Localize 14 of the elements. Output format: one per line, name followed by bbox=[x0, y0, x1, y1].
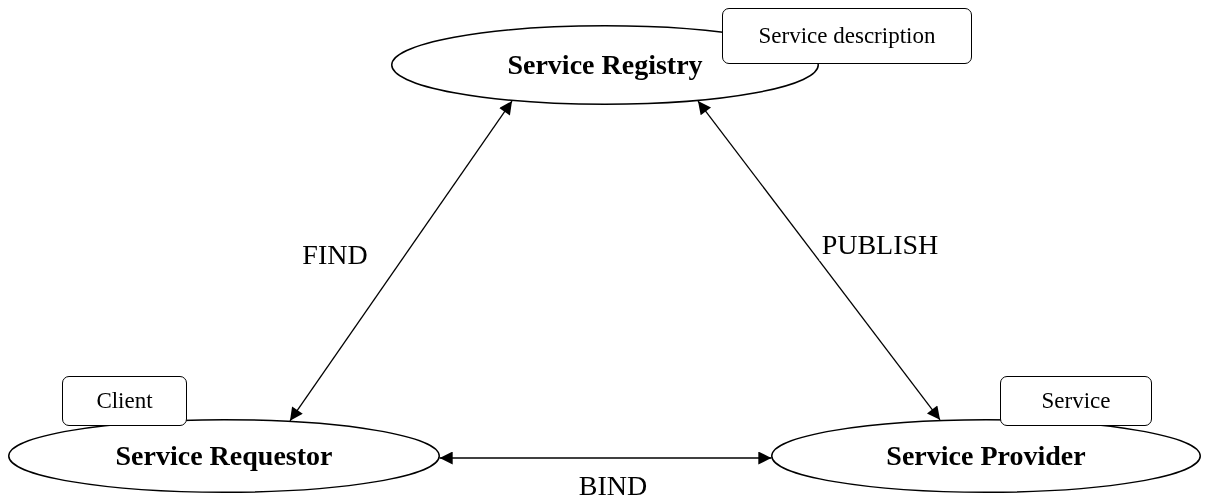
node-label: Client bbox=[96, 388, 153, 414]
node-label: Service description bbox=[758, 23, 936, 49]
node-label: Service Requestor bbox=[115, 440, 333, 472]
double-arrow bbox=[289, 100, 513, 422]
oval-node bbox=[8, 419, 440, 493]
node-label: Service Provider bbox=[886, 440, 1086, 472]
note-box bbox=[1000, 376, 1152, 426]
double-arrow bbox=[697, 100, 941, 421]
node-label: Service Registry bbox=[507, 49, 703, 81]
oval-node bbox=[771, 419, 1201, 493]
double-arrow bbox=[439, 451, 772, 465]
note-box bbox=[722, 8, 972, 64]
note-box bbox=[62, 376, 187, 426]
node-label: Service bbox=[1041, 388, 1111, 414]
